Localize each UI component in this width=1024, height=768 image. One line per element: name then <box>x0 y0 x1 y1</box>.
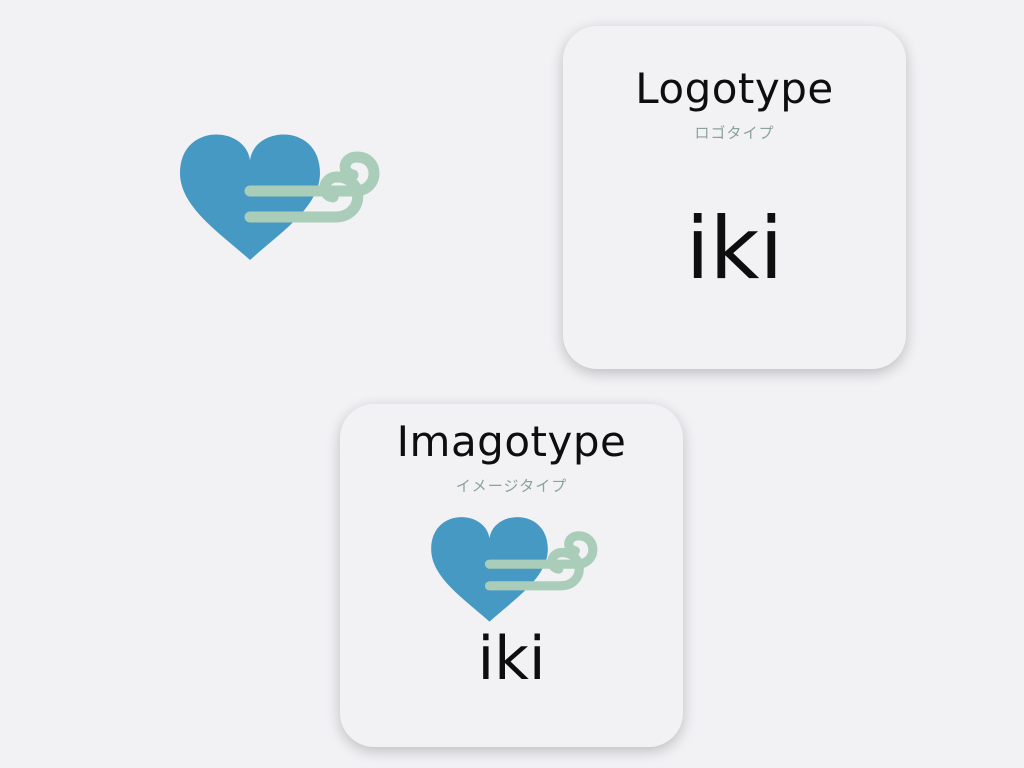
imagotype-card: Imagotype イメージタイプ iki <box>340 404 683 747</box>
logotype-subtitle: ロゴタイプ <box>694 124 775 142</box>
imagotype-wordmark: iki <box>477 624 546 694</box>
heart-wind-icon <box>431 517 598 622</box>
imagotype-title: Imagotype <box>396 417 627 466</box>
logotype-card: Logotype ロゴタイプ iki <box>563 26 906 369</box>
heart-wind-icon <box>180 134 380 260</box>
imagotype-subtitle: イメージタイプ <box>455 477 568 495</box>
logotype-title: Logotype <box>635 64 834 113</box>
logotype-wordmark: iki <box>685 199 784 299</box>
